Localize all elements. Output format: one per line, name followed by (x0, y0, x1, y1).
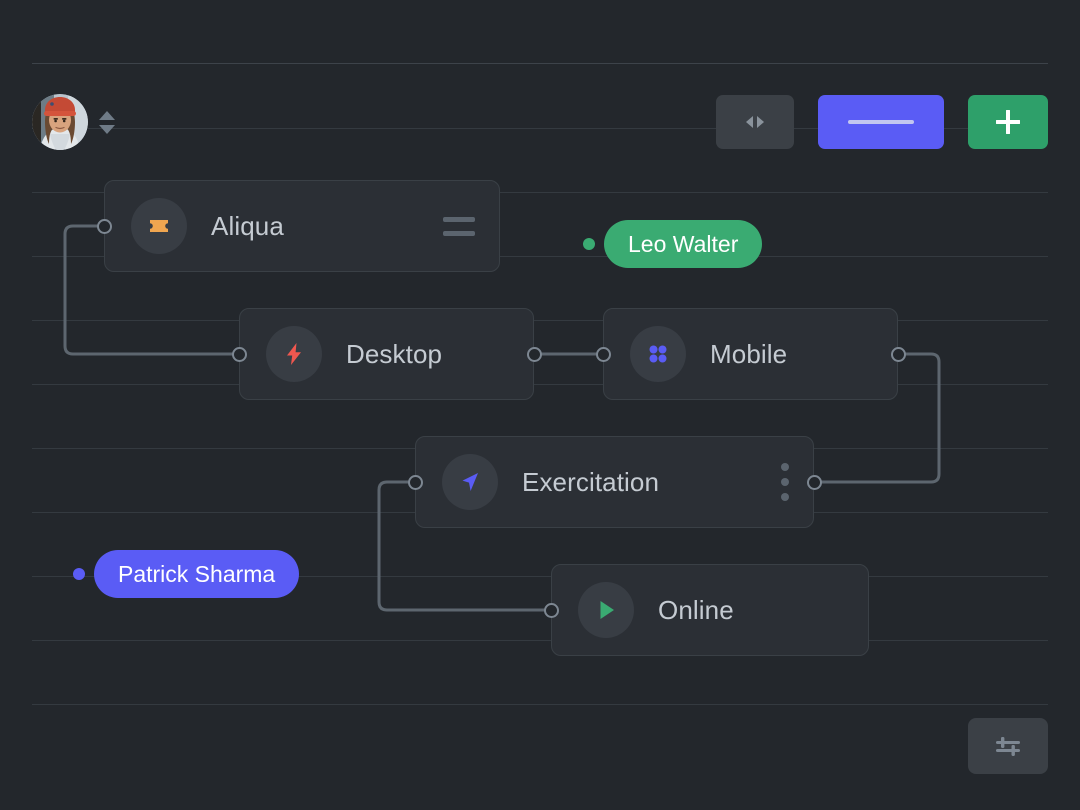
grid-line (32, 640, 1048, 641)
ticket-icon (150, 220, 168, 232)
add-node-button[interactable] (968, 95, 1048, 149)
port-mobile-right[interactable] (890, 346, 906, 362)
sliders-icon (996, 737, 1020, 756)
node-label: Aliqua (211, 210, 284, 241)
plus-icon (996, 110, 1020, 134)
settings-sliders-button[interactable] (968, 718, 1048, 774)
node-icon-wrapper (578, 582, 634, 638)
sort-descending-icon (99, 124, 115, 134)
grid-line (32, 704, 1048, 705)
minimize-button[interactable] (818, 95, 944, 149)
minus-bar-icon (848, 120, 914, 124)
port-desktop-left[interactable] (231, 346, 247, 362)
node-mobile[interactable]: Mobile (603, 308, 898, 400)
node-exercitation[interactable]: Exercitation (415, 436, 814, 528)
node-online[interactable]: Online (551, 564, 869, 656)
sort-ascending-icon (99, 110, 115, 120)
port-online-left[interactable] (543, 602, 559, 618)
port-desktop-right[interactable] (526, 346, 542, 362)
toolbar-right (716, 95, 1048, 149)
navigation-arrow-icon (462, 473, 478, 491)
toolbar-left (32, 94, 116, 150)
user-avatar[interactable] (32, 94, 88, 150)
node-aliqua[interactable]: Aliqua (104, 180, 500, 272)
grid-dots-icon (649, 345, 667, 363)
node-icon-wrapper (131, 198, 187, 254)
port-aliqua-left[interactable] (96, 218, 112, 234)
pill-patrick-sharma[interactable]: Patrick Sharma (94, 550, 300, 598)
left-right-arrows-icon (746, 116, 764, 128)
node-icon-wrapper (442, 454, 498, 510)
node-icon-wrapper (266, 326, 322, 382)
top-divider (32, 63, 1048, 64)
pill-dot-leo-walter (583, 238, 595, 250)
node-icon-wrapper (630, 326, 686, 382)
node-label: Online (658, 594, 734, 625)
sort-arrows-control[interactable] (98, 105, 116, 139)
node-label: Desktop (346, 338, 443, 369)
node-label: Exercitation (522, 466, 660, 497)
collapse-expand-button[interactable] (716, 95, 794, 149)
port-exercitation-left[interactable] (407, 474, 423, 490)
hamburger-menu-icon[interactable] (443, 216, 475, 236)
node-desktop[interactable]: Desktop (239, 308, 534, 400)
node-label: Mobile (710, 338, 788, 369)
pill-dot-patrick-sharma (73, 568, 85, 580)
lightning-bolt-icon (287, 343, 301, 365)
play-triangle-icon (600, 601, 614, 619)
port-exercitation-right[interactable] (806, 474, 822, 490)
port-mobile-left[interactable] (595, 346, 611, 362)
pill-leo-walter[interactable]: Leo Walter (604, 220, 763, 268)
ellipsis-menu-icon[interactable] (781, 463, 789, 501)
